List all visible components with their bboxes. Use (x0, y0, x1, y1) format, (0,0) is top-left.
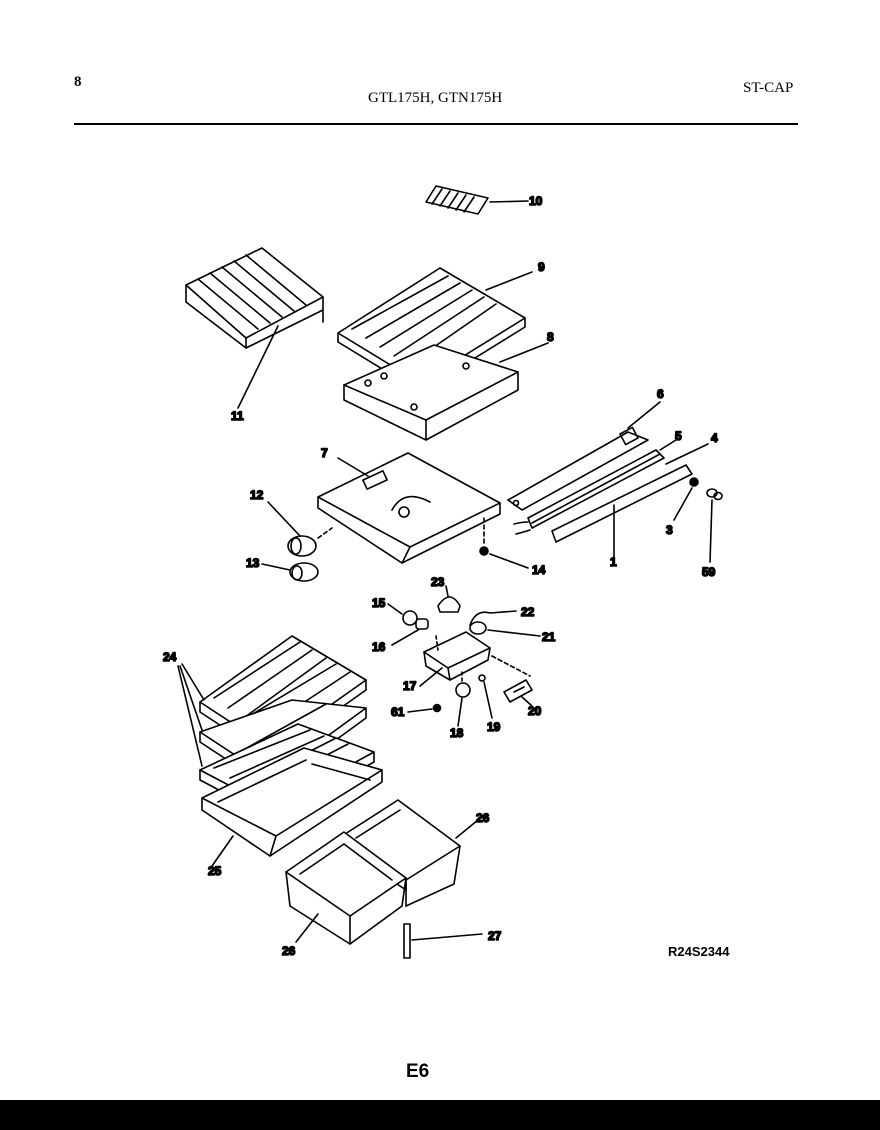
part-14-plug (479, 517, 529, 569)
part-11-wire-shelf (185, 247, 324, 409)
exploded-parts-diagram: 10 9 8 11 6 5 4 7 12 3 13 1 14 59 23 15 … (162, 185, 723, 959)
model-numbers: GTL175H, GTN175H (368, 90, 503, 106)
part-1-rail (551, 464, 693, 559)
callout-19: 19 (487, 720, 501, 734)
part-59-fastener (706, 488, 723, 563)
part-26-crisper-drawer-left (285, 831, 407, 945)
callout-7: 7 (321, 446, 328, 460)
part-4-rail (665, 443, 709, 465)
part-18-grommet (455, 671, 471, 727)
diagram-reference-code: R24S2344 (668, 944, 730, 959)
part-19-screw (478, 674, 493, 719)
parts-page: 8 GTL175H, GTN175H ST-CAP (0, 0, 880, 1100)
part-25-crisper-cover (201, 747, 383, 867)
part-13-hinge-cap (261, 562, 319, 582)
callout-9: 9 (538, 260, 545, 274)
callout-15: 15 (372, 596, 386, 610)
part-7-divider-pan (317, 452, 501, 564)
part-23-knob (437, 585, 461, 613)
callout-4: 4 (711, 431, 718, 445)
callout-5: 5 (675, 429, 682, 443)
callout-14: 14 (532, 563, 546, 577)
callout-24: 24 (163, 650, 177, 664)
callout-17: 17 (403, 679, 417, 693)
callout-18: 18 (450, 726, 464, 740)
callout-27: 27 (488, 929, 502, 943)
callout-22: 22 (521, 605, 535, 619)
scan-border (0, 1100, 880, 1130)
header-rule (74, 123, 798, 125)
page-code: E6 (406, 1061, 430, 1082)
part-27-drawer-slide (403, 923, 483, 959)
callout-26-right: 26 (476, 811, 490, 825)
part-6-rail (507, 401, 661, 511)
callout-11: 11 (231, 409, 244, 423)
part-10-vent-grille (425, 185, 529, 215)
callout-16: 16 (372, 640, 386, 654)
part-12-hinge (267, 501, 333, 557)
callout-1: 1 (610, 555, 617, 569)
callout-3: 3 (666, 523, 673, 537)
callout-21: 21 (542, 630, 556, 644)
callout-13: 13 (246, 556, 260, 570)
page-number: 8 (74, 74, 82, 90)
part-15-lamp (387, 603, 418, 626)
part-21-thermostat (469, 621, 541, 637)
callout-10: 10 (529, 194, 543, 208)
part-8-freezer-pan (343, 342, 549, 441)
callout-26-left: 26 (282, 944, 296, 958)
callout-20: 20 (528, 704, 542, 718)
callout-6: 6 (657, 387, 664, 401)
callout-12: 12 (250, 488, 264, 502)
callout-23: 23 (431, 575, 445, 589)
part-5-channel (513, 439, 677, 535)
part-61-screw (407, 703, 442, 713)
callout-59: 59 (702, 565, 716, 579)
callout-8: 8 (547, 330, 554, 344)
callout-61: 61 (391, 705, 405, 719)
part-17-control-housing (419, 631, 531, 687)
part-3-screw (673, 477, 699, 521)
section-code: ST-CAP (743, 80, 794, 96)
part-20-cover-plate (503, 679, 533, 707)
part-22-wire (469, 610, 517, 626)
part-16-socket (391, 618, 429, 646)
callout-25: 25 (208, 864, 222, 878)
